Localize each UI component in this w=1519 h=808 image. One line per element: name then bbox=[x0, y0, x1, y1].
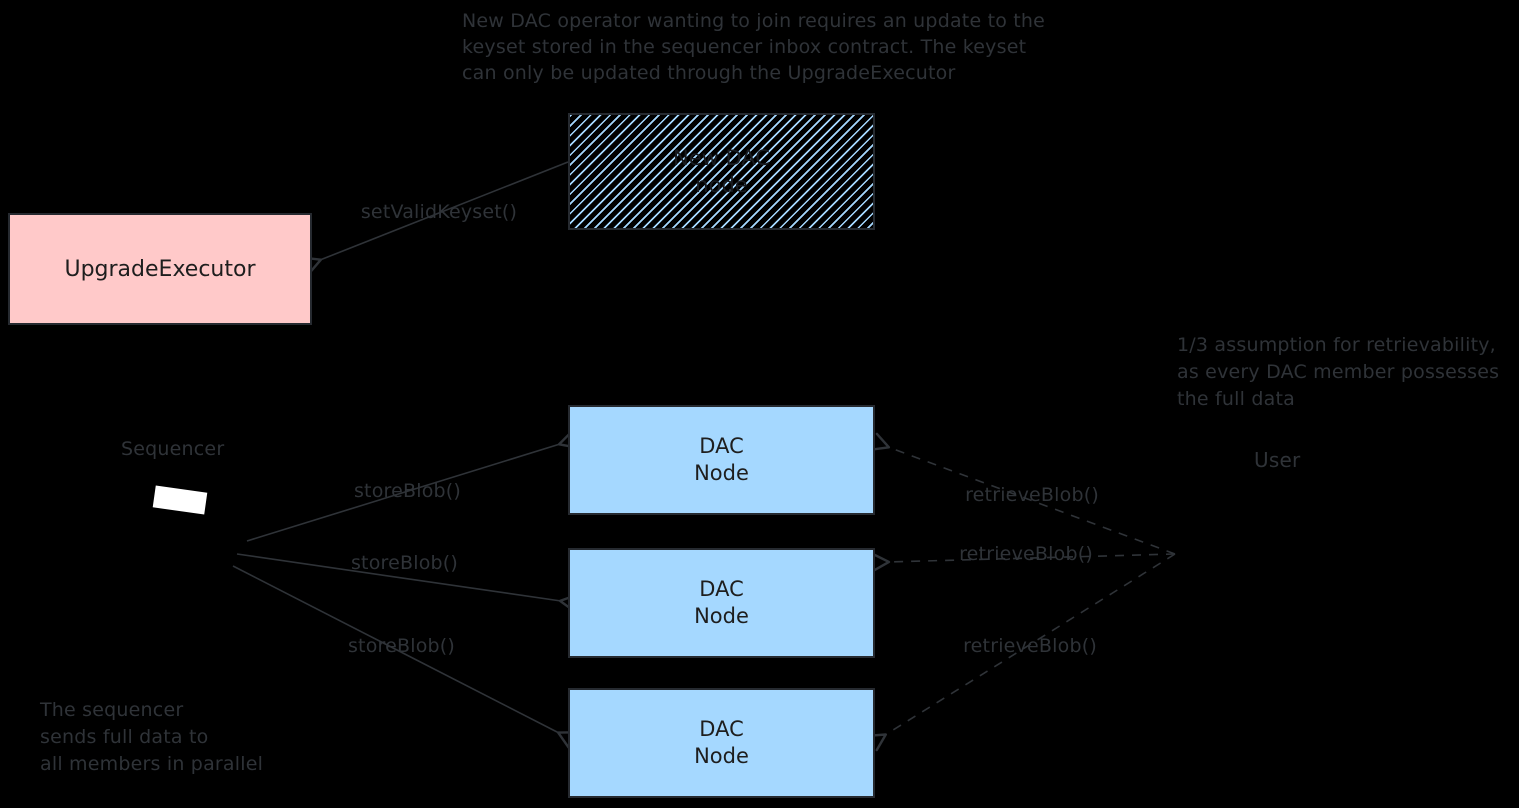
sequencer-label: Sequencer bbox=[121, 438, 225, 460]
dac-node-3-label-line-2: Node bbox=[694, 744, 749, 768]
store-blob-label-2: storeBlob() bbox=[350, 552, 459, 574]
assumption-note-line-1: 1/3 assumption for retrievability, bbox=[1177, 334, 1496, 356]
new-dac-node-label-line-2: node bbox=[695, 172, 748, 197]
keyset-note-line-2: keyset stored in the sequencer inbox con… bbox=[462, 36, 1027, 58]
keyset-note: New DAC operator wanting to join require… bbox=[462, 8, 1045, 86]
new-dac-node-label-line-1: New DAC bbox=[673, 145, 770, 170]
keyset-note-line-1: New DAC operator wanting to join require… bbox=[462, 10, 1046, 32]
store-blob-arrow-2 bbox=[236, 553, 579, 613]
dac-node-2-label-line-1: DAC bbox=[699, 577, 744, 601]
assumption-note-line-3: the full data bbox=[1177, 388, 1295, 410]
store-blob-arrow-3 bbox=[232, 565, 578, 749]
new-dac-node-box: New DAC node bbox=[568, 113, 875, 230]
assumption-note-line-2: as every DAC member possesses bbox=[1177, 361, 1500, 383]
user-label: User bbox=[1254, 448, 1301, 472]
keyset-note-line-3: can only be updated through the UpgradeE… bbox=[462, 62, 956, 84]
parallel-note-line-1: The sequencer bbox=[40, 699, 184, 721]
retrieve-blob-label-3: retrieveBlob() bbox=[963, 635, 1097, 657]
parallel-note: The sequencer sends full data to all mem… bbox=[40, 697, 263, 778]
dac-node-2-label-line-2: Node bbox=[694, 604, 749, 628]
set-valid-keyset-label: setValidKeyset() bbox=[360, 201, 518, 223]
set-valid-keyset-arrow bbox=[301, 161, 569, 275]
retrieve-blob-arrow-2 bbox=[871, 552, 1176, 573]
dac-node-box-1: DAC Node bbox=[568, 405, 875, 515]
retrieve-blob-label-2: retrieveBlob() bbox=[959, 543, 1093, 565]
upgrade-executor-label: UpgradeExecutor bbox=[64, 256, 256, 282]
upgrade-executor-box: UpgradeExecutor bbox=[8, 213, 312, 325]
dac-node-box-3: DAC Node bbox=[568, 688, 875, 798]
dac-node-1-label-line-1: DAC bbox=[699, 434, 744, 458]
dac-node-3-label-line-1: DAC bbox=[699, 717, 744, 741]
store-blob-label-1: storeBlob() bbox=[353, 480, 462, 502]
store-blob-arrow-1 bbox=[246, 430, 578, 542]
store-blob-label-3: storeBlob() bbox=[347, 635, 456, 657]
dac-node-1-label-line-2: Node bbox=[694, 461, 749, 485]
dac-node-box-2: DAC Node bbox=[568, 548, 875, 658]
retrieve-blob-label-1: retrieveBlob() bbox=[965, 484, 1099, 506]
assumption-note: 1/3 assumption for retrievability, as ev… bbox=[1177, 332, 1499, 413]
parallel-note-line-3: all members in parallel bbox=[40, 753, 264, 775]
parallel-note-line-2: sends full data to bbox=[40, 726, 209, 748]
retrieve-blob-arrow-3 bbox=[866, 553, 1176, 752]
retrieve-blob-arrow-1 bbox=[869, 432, 1176, 555]
